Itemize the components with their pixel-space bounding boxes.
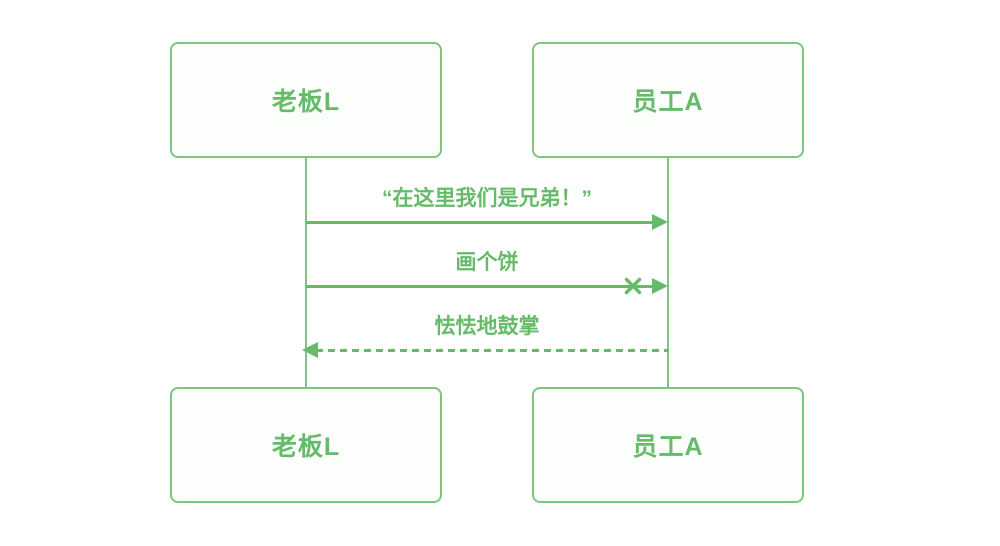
message-line-brothers (306, 221, 652, 224)
message-label-brothers: “在这里我们是兄弟！” (382, 187, 592, 210)
message-label-pie: 画个饼 (455, 251, 519, 274)
lifeline-employee (667, 158, 669, 387)
cross-icon (624, 277, 642, 295)
actor-box-employee-bottom: 员工A (532, 387, 804, 503)
actor-label-boss: 老板L (271, 433, 341, 461)
actor-box-boss-bottom: 老板L (170, 387, 442, 503)
actor-box-employee-top: 员工A (532, 42, 804, 158)
actor-label-employee: 员工A (632, 88, 704, 116)
arrowhead-right-icon (652, 278, 668, 294)
message-label-applaud: 怯怯地鼓掌 (434, 315, 540, 338)
actor-box-boss-top: 老板L (170, 42, 442, 158)
actor-label-employee: 员工A (632, 433, 704, 461)
arrowhead-left-icon (302, 342, 318, 358)
actor-label-boss: 老板L (271, 88, 341, 116)
lifeline-boss (305, 158, 307, 387)
arrowhead-right-icon (652, 214, 668, 230)
message-line-pie (306, 285, 652, 288)
message-line-applaud (316, 349, 668, 352)
